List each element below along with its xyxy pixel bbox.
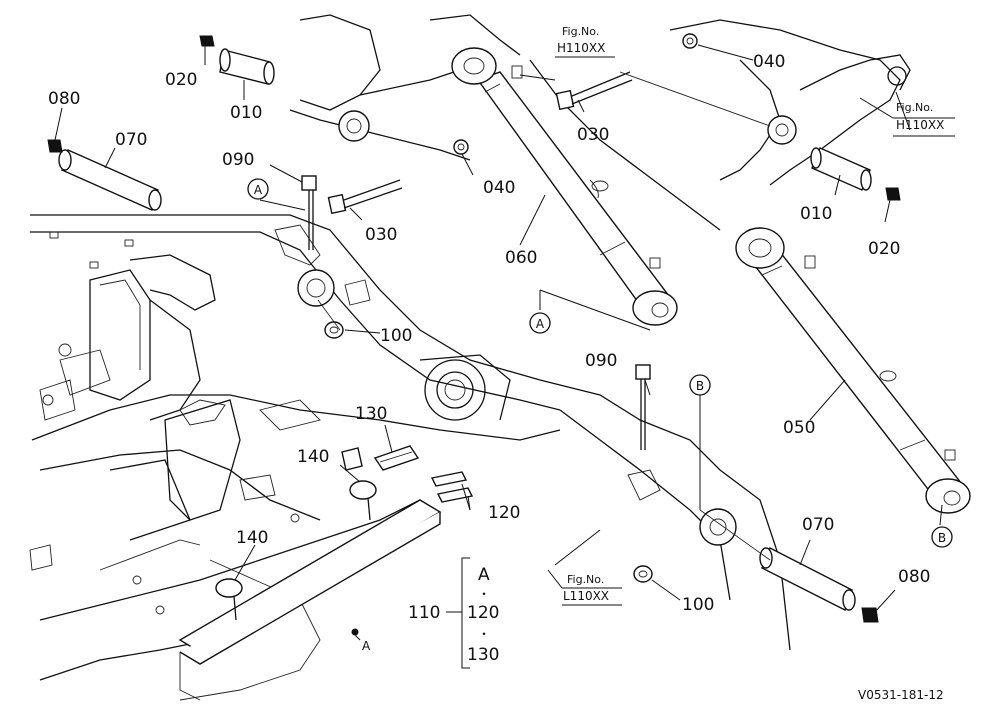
ref-b-middle: B (696, 379, 704, 393)
set-item-120: 120 (467, 603, 499, 623)
reference-markers: A A B B A (247, 178, 953, 653)
set-item-130: 130 (467, 645, 499, 665)
left-assembly (29, 231, 321, 615)
fig-code-bottom: L110XX (563, 589, 609, 603)
label-020-right: 020 (868, 239, 900, 259)
set-item-a: A (478, 565, 490, 585)
floor-channel (178, 445, 474, 701)
cylinder-060 (451, 47, 678, 326)
label-030-left: 030 (365, 225, 397, 245)
label-070-left: 070 (115, 130, 147, 150)
fig-reference-top: Fig.No. H110XX (555, 25, 615, 58)
label-130-top: 130 (355, 404, 387, 424)
fig-reference-bottom: Fig.No. L110XX (547, 569, 622, 606)
fig-code-right: H110XX (896, 118, 944, 132)
label-010-top: 010 (230, 103, 262, 123)
label-090-left: 090 (222, 150, 254, 170)
fig-reference-right: Fig.No. H110XX (859, 97, 955, 137)
part-labels: 020 010 080 070 090 030 040 100 060 030 … (48, 52, 930, 615)
fig-label-bottom: Fig.No. (567, 573, 604, 586)
hardware (47, 33, 901, 623)
fig-code-top: H110XX (557, 41, 605, 55)
label-010-right: 010 (800, 204, 832, 224)
set-dot-2: ・ (478, 627, 490, 641)
frame-structure (30, 14, 911, 701)
fig-label-right: Fig.No. (896, 101, 933, 114)
ref-a-floor: A (362, 639, 371, 653)
cylinder-050 (735, 227, 971, 514)
label-110: 110 (408, 603, 440, 623)
set-dot-1: ・ (478, 587, 490, 601)
label-080-left: 080 (48, 89, 80, 109)
label-050: 050 (783, 418, 815, 438)
parts-set-group: 110 A ・ 120 ・ 130 (408, 557, 499, 669)
label-040-left: 040 (483, 178, 515, 198)
label-040-top: 040 (753, 52, 785, 72)
label-100-lower: 100 (682, 595, 714, 615)
label-090-lower: 090 (585, 351, 617, 371)
label-140-upper: 140 (297, 447, 329, 467)
label-080-lower: 080 (898, 567, 930, 587)
label-140-lower: 140 (236, 528, 268, 548)
label-100-left: 100 (380, 326, 412, 346)
label-070-lower: 070 (802, 515, 834, 535)
ref-a-left: A (254, 183, 263, 197)
label-120-right: 120 (488, 503, 520, 523)
ref-b-lower: B (938, 531, 946, 545)
fig-label-top: Fig.No. (562, 25, 599, 38)
label-030-top: 030 (577, 125, 609, 145)
leader-lines (54, 44, 943, 641)
ref-a-middle: A (536, 317, 545, 331)
label-060: 060 (505, 248, 537, 268)
drawing-code: V0531-181-12 (858, 688, 944, 702)
label-020-top: 020 (165, 70, 197, 90)
